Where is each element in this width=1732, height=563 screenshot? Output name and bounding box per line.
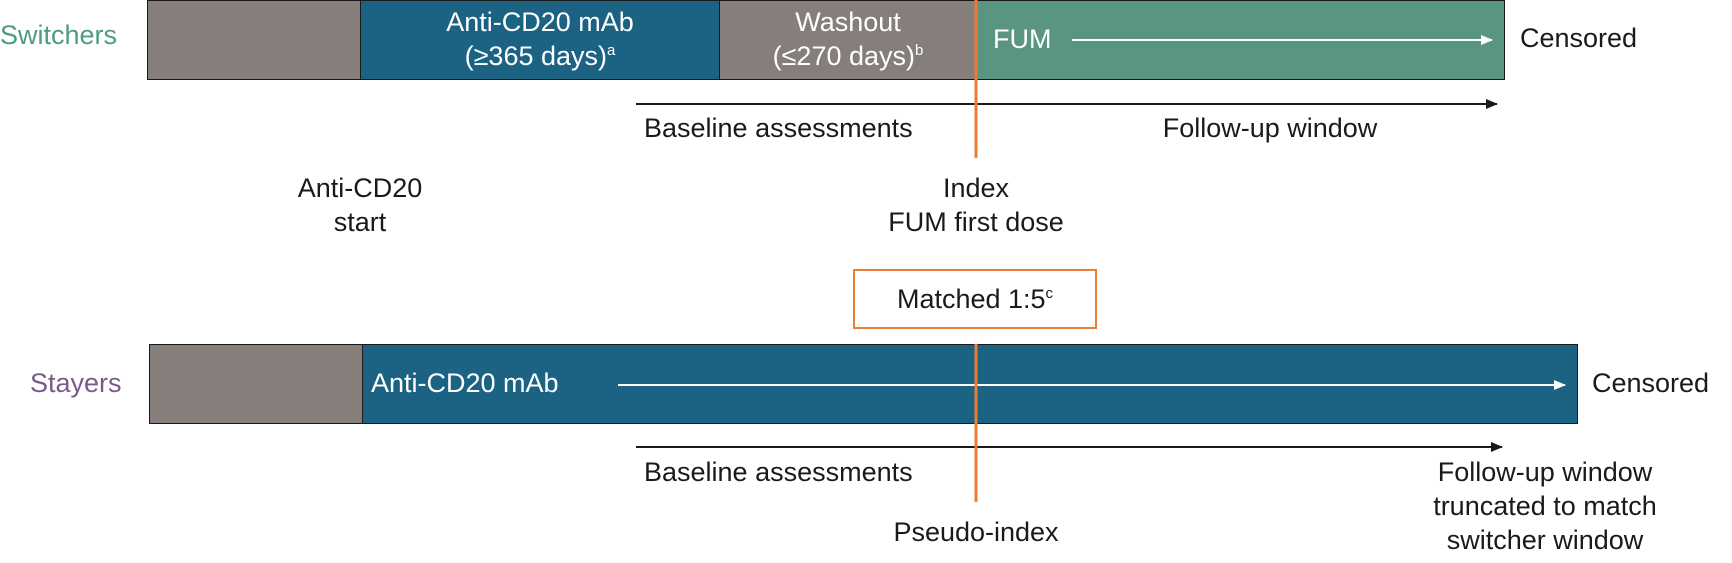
switchers-anticd20-label: Anti-CD20 mAb	[446, 7, 634, 37]
fum-label: FUM	[993, 24, 1052, 54]
washout-label: Washout	[795, 7, 901, 37]
switchers-baseline-label: Baseline assessments	[644, 113, 913, 143]
stayers-anticd20-label: Anti-CD20 mAb	[371, 368, 559, 398]
stayers-censored-label: Censored	[1592, 368, 1710, 398]
washout-duration: (≤270 days)b	[772, 41, 924, 71]
stayers-baseline-label: Baseline assessments	[644, 457, 913, 487]
switchers-label: Switchers	[0, 20, 118, 50]
switchers-pre-treatment-segment	[147, 0, 361, 80]
footnote-b: b	[915, 42, 924, 59]
footnote-c: c	[1045, 285, 1054, 302]
matched-box: Matched 1:5c	[853, 269, 1097, 329]
switchers-washout-segment: Washout (≤270 days)b	[719, 0, 977, 80]
anticd20-start-label: Anti-CD20 start	[297, 173, 423, 237]
stayers-pre-treatment-segment	[149, 344, 363, 424]
switchers-anticd20-duration: (≥365 days)a	[464, 41, 616, 71]
switchers-followup-label: Follow-up window	[1162, 113, 1378, 143]
stayers-followup-label: Follow-up window truncated to match swit…	[1433, 457, 1657, 555]
footnote-a: a	[607, 42, 616, 59]
stayers-label: Stayers	[30, 368, 122, 398]
switchers-anticd20-segment: Anti-CD20 mAb (≥365 days)a	[360, 0, 720, 80]
matched-label: Matched 1:5c	[896, 284, 1054, 314]
index-label: Index FUM first dose	[888, 173, 1064, 237]
switchers-censored-label: Censored	[1520, 23, 1638, 53]
pseudo-index-label: Pseudo-index	[893, 517, 1059, 547]
